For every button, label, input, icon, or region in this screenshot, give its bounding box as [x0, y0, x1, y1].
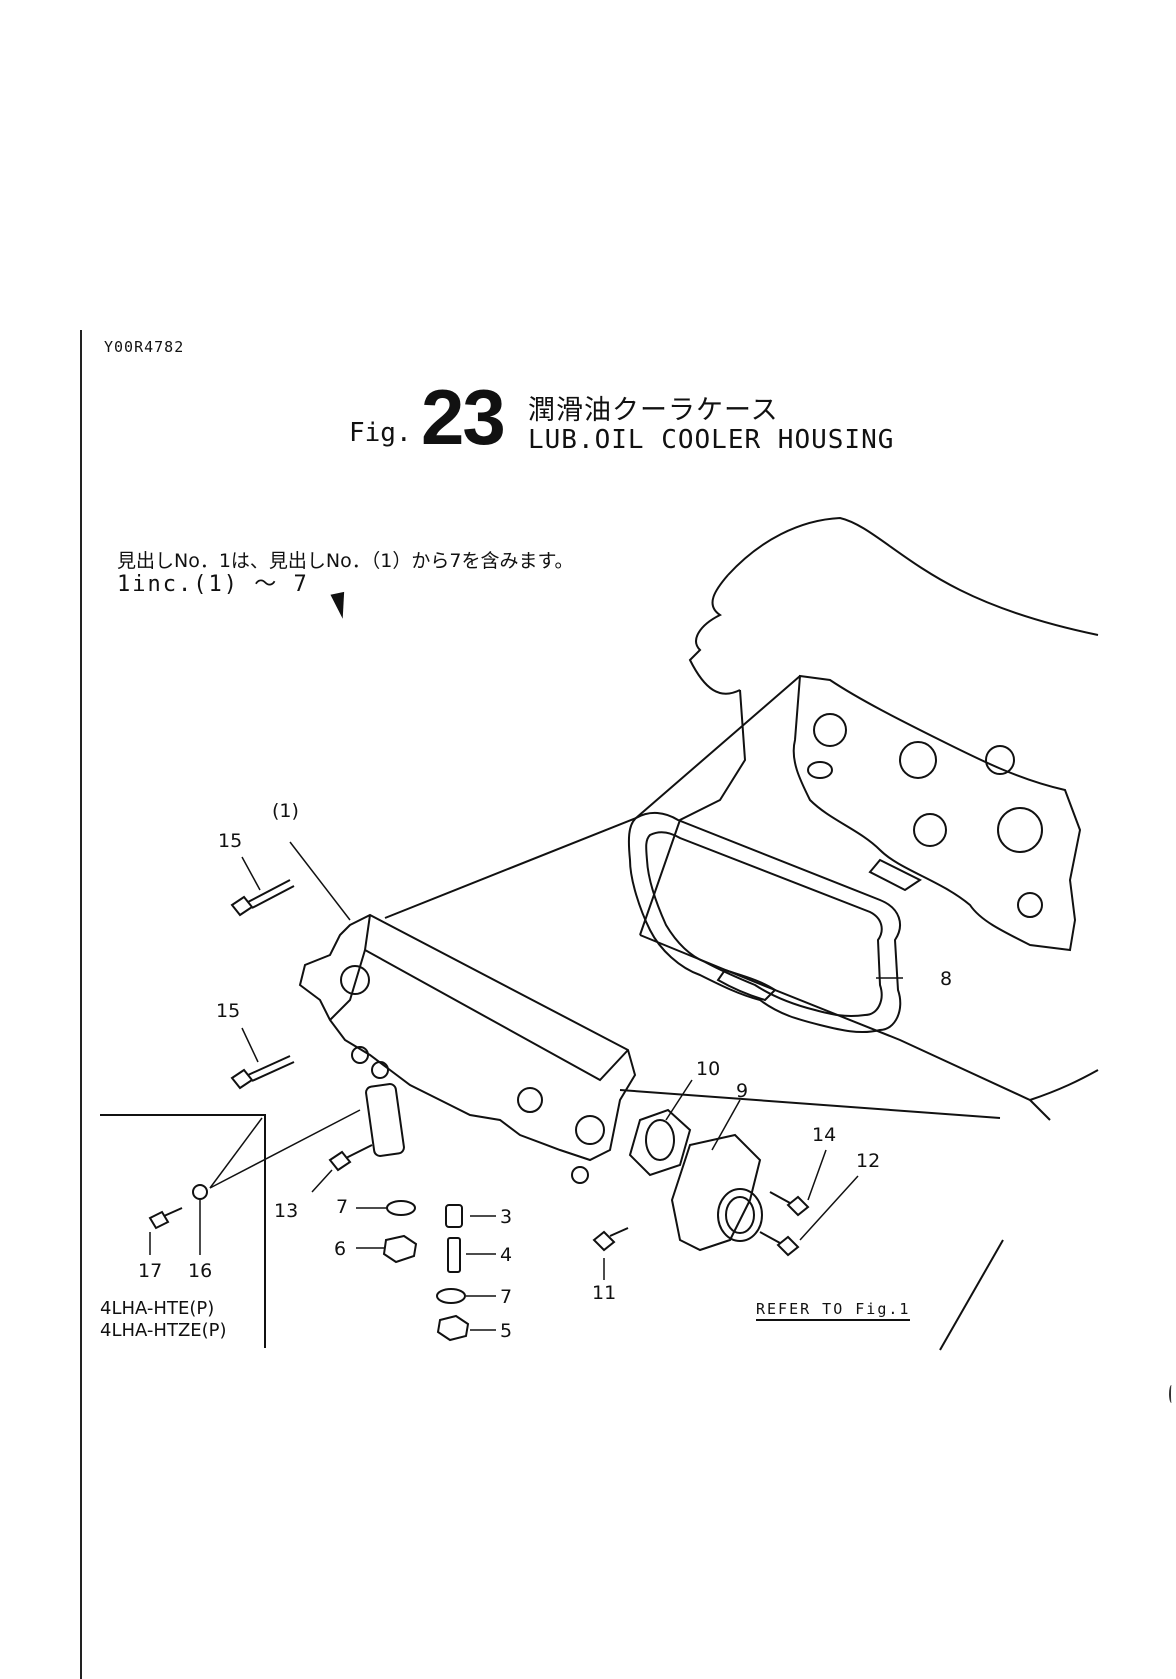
engine-block-outline: [640, 518, 1098, 1120]
variant-label-2: 4LHA-HTZE(P): [100, 1320, 227, 1341]
refer-note: REFER TO Fig.1: [756, 1300, 910, 1321]
callout-7-upper: 7: [336, 1196, 348, 1218]
callout-10: 10: [696, 1058, 720, 1080]
callout-3: 3: [500, 1206, 512, 1228]
gasket-8: [629, 813, 900, 1032]
callout-14: 14: [812, 1124, 836, 1146]
edge-mark: [1169, 1385, 1174, 1403]
cooler-housing: [300, 915, 635, 1183]
relief-valve-parts: [384, 1201, 468, 1340]
callout-11: 11: [592, 1282, 616, 1304]
elbow-and-gasket: [630, 1110, 762, 1250]
callout-6: 6: [334, 1238, 346, 1260]
callout-8: 8: [940, 968, 952, 990]
variant-label-1: 4LHA-HTE(P): [100, 1298, 214, 1319]
callout-4: 4: [500, 1244, 512, 1266]
block-face: [794, 676, 1080, 950]
callout-15-lower: 15: [216, 1000, 240, 1022]
callout-13: 13: [274, 1200, 298, 1222]
callout-7-lower: 7: [500, 1286, 512, 1308]
callout-15-upper: 15: [218, 830, 242, 852]
callout-1: (1): [272, 800, 299, 822]
callout-12: 12: [856, 1150, 880, 1172]
callout-5: 5: [500, 1320, 512, 1342]
callout-9: 9: [736, 1080, 748, 1102]
